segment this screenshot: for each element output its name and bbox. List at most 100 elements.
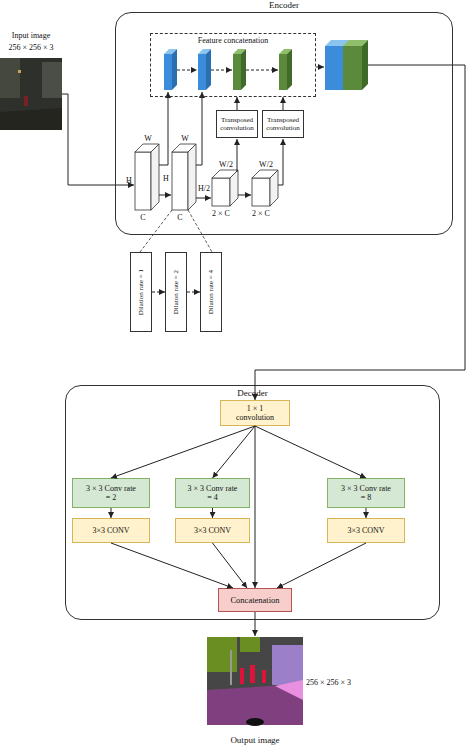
rotated-label: Dilaton rate = 2 xyxy=(172,270,180,314)
box-label: 3×3 CONV xyxy=(92,526,129,535)
output-segmentation-car xyxy=(246,718,264,726)
stack-block-green xyxy=(352,46,362,90)
connector-arrow xyxy=(277,543,366,588)
skip-arrow xyxy=(159,92,168,165)
dilation-block: Dilation rate = 1 xyxy=(130,252,152,332)
process-box: Transposed convolution xyxy=(262,110,304,138)
dimension-label: H xyxy=(126,176,132,185)
feature-map-block xyxy=(151,144,159,210)
box-label: 3 × 3 Conv rate = 2 xyxy=(86,484,136,502)
block-title: Feature concatenation xyxy=(151,36,315,45)
output-segmentation-tree xyxy=(207,637,237,672)
feature-map-block xyxy=(135,152,151,210)
feature-map-block xyxy=(212,178,230,206)
output-segmentation-person xyxy=(240,668,244,684)
feature-block-green xyxy=(233,54,241,90)
stack-block-green xyxy=(362,40,368,90)
box-label: 3 × 3 Conv rate = 4 xyxy=(188,484,238,502)
output-segmentation-pole xyxy=(230,650,232,685)
output-segmentation-sidewalk xyxy=(275,680,303,700)
dashed-arrow xyxy=(246,70,278,71)
dashed-leader xyxy=(188,210,212,252)
box-label: 3 × 3 Conv rate = 8 xyxy=(341,484,391,502)
flow-arrow xyxy=(238,195,251,196)
connector-arrow xyxy=(212,508,213,518)
output-wire xyxy=(368,65,453,66)
input-arrow xyxy=(62,94,134,185)
connector-arrow xyxy=(111,426,255,478)
feature-block-blue xyxy=(206,49,211,90)
conv-box: 3×3 CONV xyxy=(72,518,150,543)
connector-arrow xyxy=(111,543,233,588)
input-photo xyxy=(0,58,62,130)
output-segmentation-tree xyxy=(240,637,260,652)
input-photo-rider xyxy=(24,96,28,106)
dilated-conv-box: 3 × 3 Conv rate = 8 xyxy=(327,478,405,508)
connector-arrow xyxy=(213,426,256,478)
dimension-label: 256 × 256 × 3 xyxy=(306,678,351,687)
output-segmentation xyxy=(207,637,303,725)
dimension-label: Input image xyxy=(12,31,50,40)
connector-arrow xyxy=(283,97,284,110)
dimension-label: W/2 xyxy=(259,160,273,169)
dilation-block: Dilaton rate = 2 xyxy=(165,252,187,332)
connector-arrow xyxy=(366,508,367,518)
feature-block-blue xyxy=(164,54,172,90)
flow-arrow xyxy=(196,198,211,199)
block-title: Decoder xyxy=(66,388,439,398)
feature-map-block xyxy=(230,170,238,206)
feature-map-block xyxy=(172,152,188,210)
dimension-label: W/2 xyxy=(219,160,233,169)
feature-block-blue xyxy=(172,49,177,90)
skip-arrow xyxy=(196,92,202,165)
dimension-label: Output image xyxy=(230,736,279,745)
feature-map-block xyxy=(270,170,278,206)
stack-block-green xyxy=(343,46,353,90)
skip-arrow xyxy=(237,139,238,172)
dilated-conv-box: 3 × 3 Conv rate = 2 xyxy=(72,478,150,508)
input-photo-road xyxy=(0,108,62,130)
dimension-label: H/2 xyxy=(198,184,210,193)
conv-box: 3×3 CONV xyxy=(175,518,250,543)
flow-arrow xyxy=(159,195,171,196)
input-photo-building xyxy=(42,62,62,98)
block-title: Encoder xyxy=(116,0,452,10)
connector-arrow xyxy=(255,426,256,588)
dilation-block: Dilaton rate = 4 xyxy=(200,252,222,332)
dimension-label: 2 × C xyxy=(212,209,230,218)
feature-concatenation-box: Feature concatenation xyxy=(150,33,316,97)
box-label: 1 × 1 convolution xyxy=(233,404,277,422)
skip-arrow xyxy=(278,139,283,185)
input-photo-light xyxy=(18,70,21,73)
output-segmentation-wall xyxy=(272,645,303,685)
feature-map-block xyxy=(188,144,196,210)
connector-arrow xyxy=(255,426,366,478)
stack-block-blue xyxy=(325,46,335,90)
box-label: 3×3 CONV xyxy=(194,526,231,535)
dimension-label: W xyxy=(144,134,152,143)
box-label: Transposed convolution xyxy=(217,116,257,132)
connector-arrow xyxy=(152,292,165,293)
feature-block-green xyxy=(279,54,287,90)
stack-block-blue xyxy=(334,46,344,90)
connector-arrow xyxy=(111,508,112,518)
feature-block-green xyxy=(287,49,292,90)
rotated-label: Dilation rate = 1 xyxy=(137,269,145,315)
concat-box: Concatenation xyxy=(218,588,292,612)
rotated-label: Dilaton rate = 4 xyxy=(207,270,215,314)
dashed-leader xyxy=(140,210,172,252)
box-label: Concatenation xyxy=(230,595,279,605)
conv-box: 1 × 1 convolution xyxy=(220,400,290,426)
box-label: 3×3 CONV xyxy=(347,526,384,535)
dimension-label: C xyxy=(140,213,145,222)
dilated-conv-box: 3 × 3 Conv rate = 4 xyxy=(175,478,250,508)
conv-box: 3×3 CONV xyxy=(327,518,405,543)
dimension-label: W xyxy=(181,134,189,143)
dimension-label: C xyxy=(177,213,182,222)
feature-map-block xyxy=(252,178,270,206)
flow-arrow xyxy=(255,612,256,636)
output-segmentation-person xyxy=(250,665,255,683)
output-segmentation-person xyxy=(262,670,266,683)
decoder-block: Decoder 1 × 1 convolution 3 × 3 Conv rate … xyxy=(65,385,440,620)
